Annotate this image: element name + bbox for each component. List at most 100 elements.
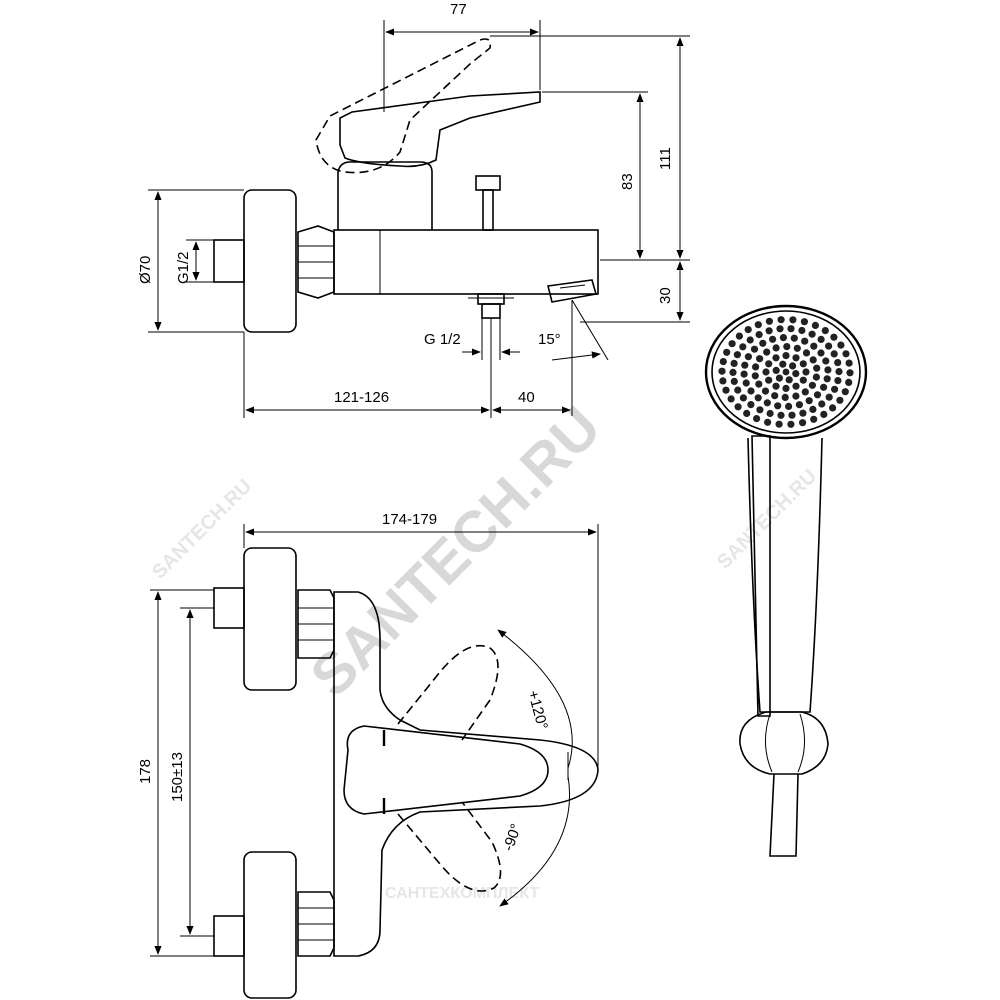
lever-handle [339,91,541,168]
dim-174-179-label: 174-179 [382,511,437,528]
nozzle-dot [764,418,772,426]
nozzle-dot [810,342,818,350]
nozzle-dot [799,360,807,368]
nozzle-dot [785,402,793,410]
nozzle-dot [775,420,783,428]
nozzle-dot [842,350,850,358]
nozzle-dot [765,376,773,384]
nozzle-dot [761,387,770,395]
dim-15deg: 15° [538,299,609,416]
ball-joint [739,711,829,775]
diverter-knob [475,175,501,191]
nozzle-dot [800,318,809,326]
nozzle-dot [811,321,820,329]
nozzle-dot [787,420,795,428]
nozzle-dot [774,402,782,410]
nozzle-dot [798,326,806,335]
nozzle-dot [779,360,787,368]
mixer-body [333,229,599,295]
nozzle-dot [753,415,761,423]
nozzle-dot [730,359,738,367]
nozzle-dot [739,343,747,351]
nozzle-dot [836,396,844,404]
nozzle-dot [823,375,831,383]
nozzle-dot [742,379,750,387]
dim-83-label: 83 [619,173,636,190]
nozzle-dot [802,368,810,376]
nozzle-dot [809,356,817,364]
nozzle-dot [799,419,807,427]
nozzle-dot [776,325,784,333]
dim-77-label: 77 [450,1,467,18]
nozzle-dot [805,397,813,405]
nozzle-dot [772,366,780,374]
nozzle-dot [813,391,822,399]
nozzle-dot [729,368,737,376]
nozzle-dot [787,325,795,333]
nozzle-dot [744,353,753,361]
nozzle-dot [771,392,779,400]
nozzle-dot [818,400,826,408]
shower-head-rim [704,304,868,440]
nozzle-dot [772,344,780,352]
dim-30: 30 [580,261,690,323]
nozzle-dot [825,342,833,350]
nozzle-dot [801,337,809,345]
lever-raised-outline [315,38,492,174]
nozzle-dot [820,383,828,391]
nozzle-dot [834,359,842,367]
nozzle-dot [788,411,796,419]
dim-178-label: 178 [137,759,154,784]
nozzle-dot [824,366,832,374]
nozzle-dot [727,395,735,403]
dim-150-label: 150±13 [169,752,186,802]
watermark-small-left: SANTECH.RU [148,475,256,583]
nozzle-dot [795,401,804,409]
nozzle-dot [799,409,807,417]
nozzle-dot [772,382,780,390]
dim-150: 150±13 [169,607,214,937]
nozzle-dot [772,354,780,362]
nozzle-dot [722,386,730,394]
nozzle-dot [822,357,830,365]
dim-178: 178 [137,589,214,957]
nozzle-dot [813,364,821,372]
nozzle-dot [829,404,837,412]
dim-70-label: Ø70 [137,256,154,284]
nozzle-dot [820,410,828,418]
nozzle-dot [741,361,749,369]
nozzle-dot [750,345,759,353]
watermark-main: SANTECH.RU [298,394,613,709]
nozzle-dot [809,405,817,413]
nozzle-dot [793,344,801,352]
nozzle-dot [756,406,764,414]
nozzle-dot [837,341,845,349]
nozzle-dot [792,382,800,390]
dim-77: 77 [383,1,541,112]
nozzle-dot [799,376,807,384]
nozzle-dot [765,360,773,368]
nozzle-dot [777,316,785,324]
nozzle-dot [766,409,774,418]
nozzle-dot [808,330,816,338]
arc-120 [497,629,573,769]
hand-shower [704,304,868,857]
nozzle-dot [834,377,842,385]
nozzle-dot [718,367,726,375]
dim-g12-bottom-label: G 1/2 [424,331,461,348]
dim-g12-left: G1/2 [175,239,214,284]
nozzle-dot [755,331,763,339]
nozzle-dot [817,349,825,357]
dim-g12-bottom: G 1/2 [424,318,520,360]
nozzle-dot [782,384,790,392]
nozzle-dot [734,403,742,411]
shower-hose [769,773,799,857]
nozzle-dot [783,343,791,351]
nozzle-dot [733,351,742,359]
nozzle-dot [845,378,853,386]
nozzle-dot [817,335,825,343]
nozzle-dot [779,334,788,342]
nozzle-dot [782,368,790,376]
nozzle-dot [846,369,854,377]
